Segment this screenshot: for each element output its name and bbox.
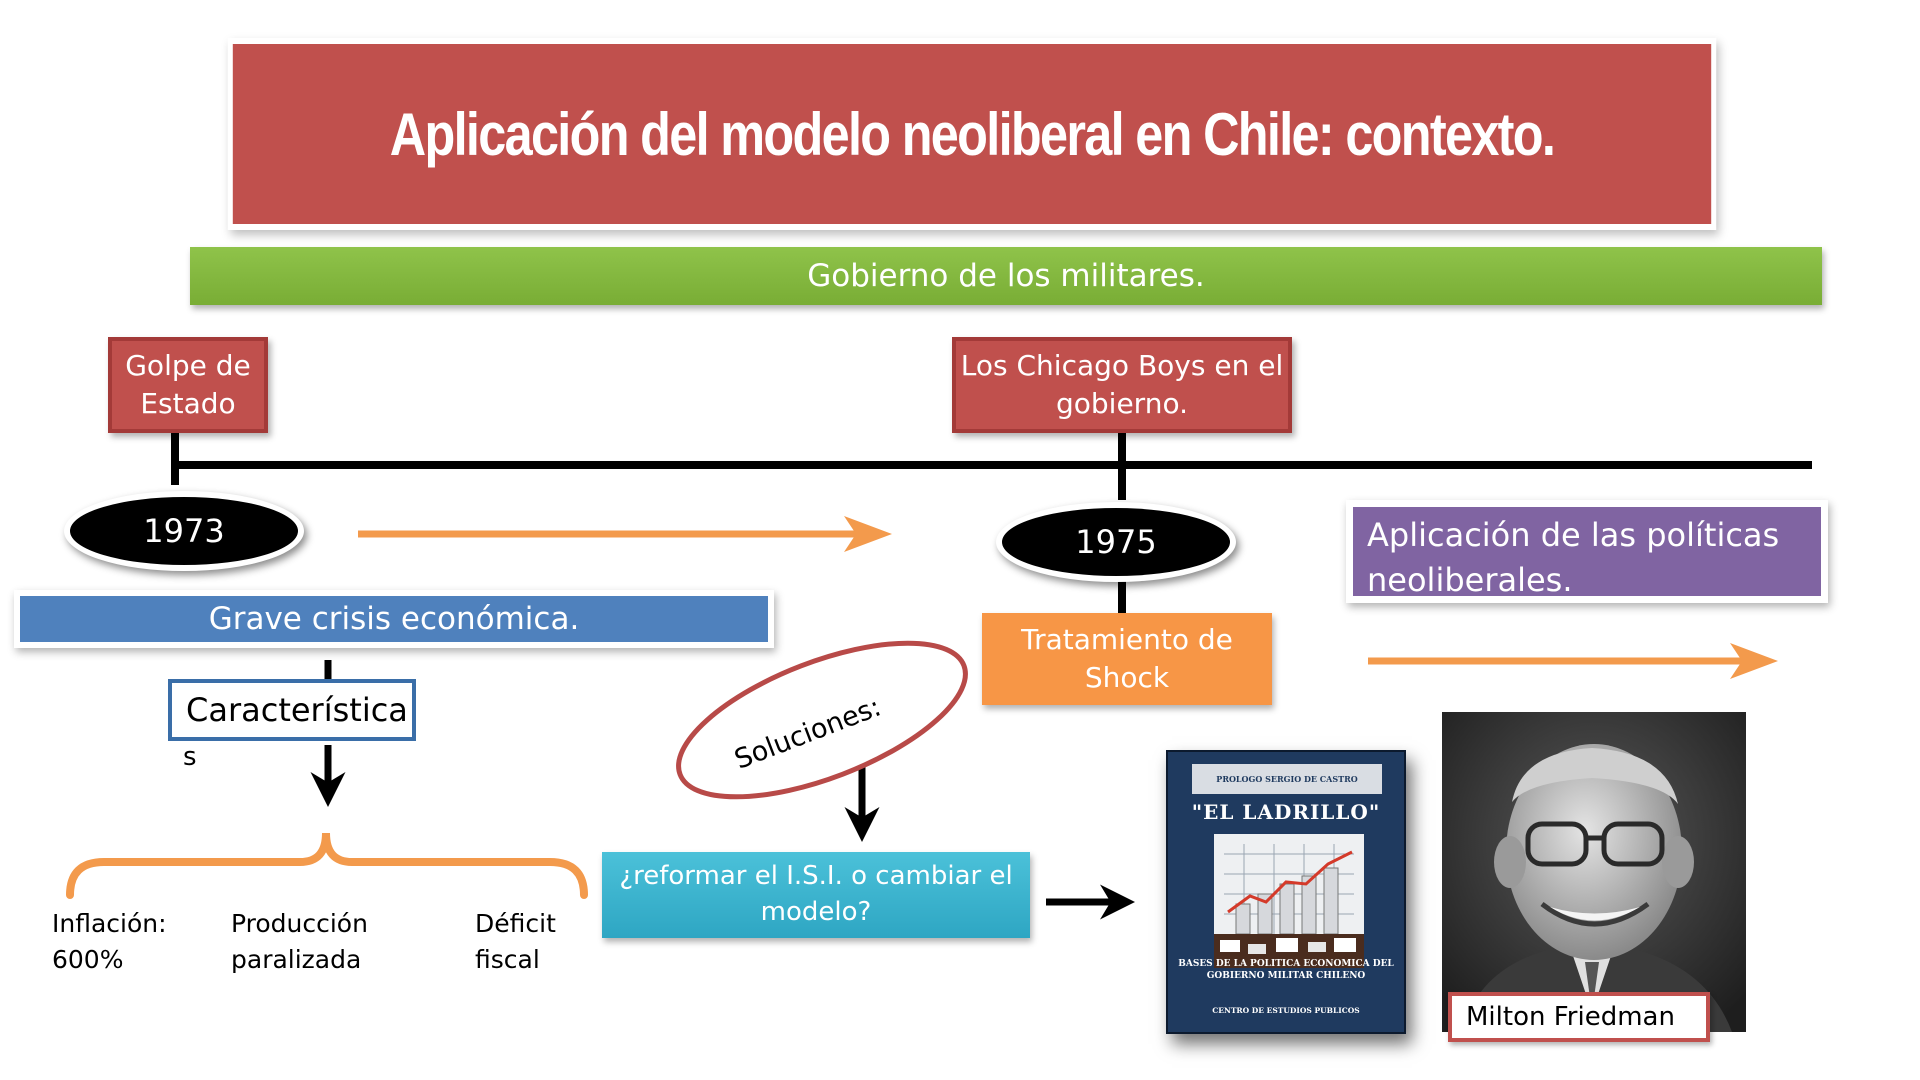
milton-friedman-photo bbox=[1442, 712, 1746, 1032]
book-prologue: PROLOGO SERGIO DE CASTRO bbox=[1192, 764, 1382, 794]
title-banner: Aplicación del modelo neoliberal en Chil… bbox=[232, 44, 1712, 224]
application-label: Aplicación de las políticas neoliberales… bbox=[1367, 516, 1780, 599]
event-box-chicago-boys: Los Chicago Boys en el gobierno. bbox=[952, 337, 1292, 433]
book-cover-el-ladrillo: PROLOGO SERGIO DE CASTRO "EL LADRILLO" B… bbox=[1166, 750, 1406, 1034]
feature-inflation: Inflación: 600% bbox=[52, 909, 167, 975]
event-box-coup: Golpe de Estado bbox=[108, 337, 268, 433]
photo-caption-label: Milton Friedman bbox=[1466, 1002, 1675, 1032]
page-title: Aplicación del modelo neoliberal en Chil… bbox=[389, 100, 1556, 168]
year-oval-1973: 1973 bbox=[64, 491, 304, 571]
book-subtitle: BASES DE LA POLITICA ECONOMICA DEL GOBIE… bbox=[1178, 959, 1394, 982]
application-box: Aplicación de las políticas neoliberales… bbox=[1346, 500, 1828, 603]
book-title: "EL LADRILLO" bbox=[1191, 800, 1381, 824]
characteristics-label-overflow: s bbox=[183, 742, 197, 772]
year-1973-label: 1973 bbox=[143, 512, 225, 550]
photo-caption: Milton Friedman bbox=[1448, 992, 1710, 1042]
characteristics-box: Característica bbox=[168, 679, 416, 741]
solutions-label: Soluciones: bbox=[730, 691, 885, 775]
event-chicago-boys-label: Los Chicago Boys en el gobierno. bbox=[960, 349, 1284, 420]
question-label: ¿reformar el I.S.I. o cambiar el modelo? bbox=[619, 861, 1013, 927]
feature-production: Producción paralizada bbox=[231, 909, 368, 975]
crisis-bar: Grave crisis económica. bbox=[14, 590, 774, 648]
portrait-illustration bbox=[1442, 712, 1746, 1032]
book-chart-illustration bbox=[1214, 844, 1364, 968]
orange-arrow-2 bbox=[1368, 643, 1778, 679]
question-box: ¿reformar el I.S.I. o cambiar el modelo? bbox=[602, 852, 1030, 938]
year-oval-1975: 1975 bbox=[996, 502, 1236, 582]
year-1975-label: 1975 bbox=[1075, 523, 1157, 561]
subtitle-text: Gobierno de los militares. bbox=[807, 258, 1205, 294]
crisis-label: Grave crisis económica. bbox=[208, 601, 580, 637]
event-coup-label: Golpe de Estado bbox=[125, 349, 251, 420]
orange-brace bbox=[66, 832, 588, 899]
book-publisher: CENTRO DE ESTUDIOS PUBLICOS bbox=[1212, 1006, 1360, 1015]
characteristics-label: Característica bbox=[186, 691, 408, 729]
book-cover-illustration bbox=[1214, 834, 1364, 968]
feature-deficit: Déficit fiscal bbox=[475, 909, 556, 975]
treatment-box: Tratamiento de Shock bbox=[982, 613, 1272, 705]
treatment-label: Tratamiento de Shock bbox=[1021, 623, 1233, 694]
orange-arrow-1 bbox=[358, 516, 892, 552]
subtitle-bar: Gobierno de los militares. bbox=[190, 247, 1822, 305]
